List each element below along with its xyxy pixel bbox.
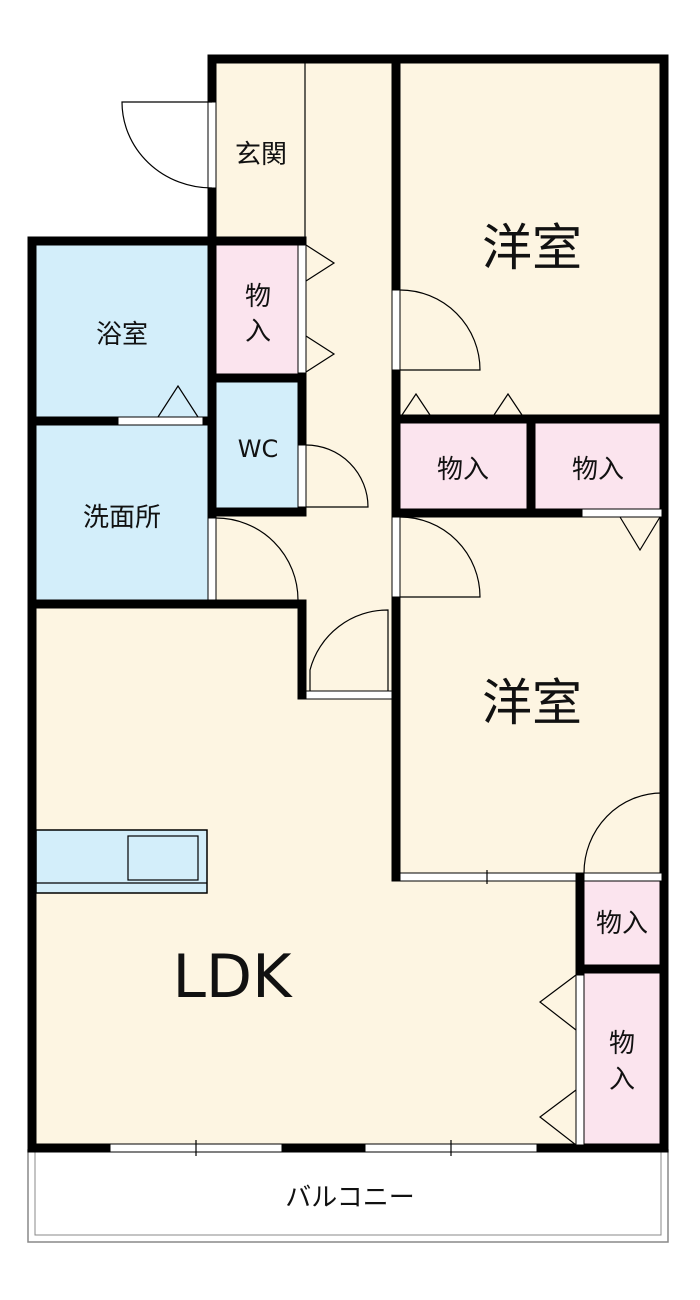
sink [127,835,199,881]
label-closet-right-tall-1: 物 [609,1029,635,1059]
label-balcony: バルコニー [285,1183,414,1213]
closet-ul-fill [396,421,531,513]
label-closet-right-tall-2: 入 [609,1065,635,1095]
bath-fill [32,241,210,421]
western-upper-fill [396,59,664,419]
closet-rs-fill [580,877,664,969]
balcony [27,1149,669,1243]
closet-rt-fill [580,969,664,1148]
label-closet-hall-1: 物 [245,282,271,312]
wc-fill [214,378,302,512]
label-genkan: 玄関 [235,140,287,170]
ldk-fill-2 [300,600,396,696]
label-closet-upper-left: 物入 [437,455,489,485]
label-ldk: LDK [173,942,294,1012]
label-closet-upper-right: 物入 [572,455,624,485]
label-washroom: 洗面所 [83,503,161,533]
label-wc: WC [238,435,279,463]
label-closet-hall-2: 入 [245,317,271,347]
label-bath: 浴室 [96,320,148,350]
doors-windows [109,63,663,1156]
closet-ur-fill [531,421,664,513]
label-western-lower: 洋室 [482,674,582,732]
label-closet-right-small: 物入 [596,909,648,939]
label-western-upper: 洋室 [482,219,582,277]
washroom-fill [32,421,210,601]
closet-hall-fill [214,241,302,378]
